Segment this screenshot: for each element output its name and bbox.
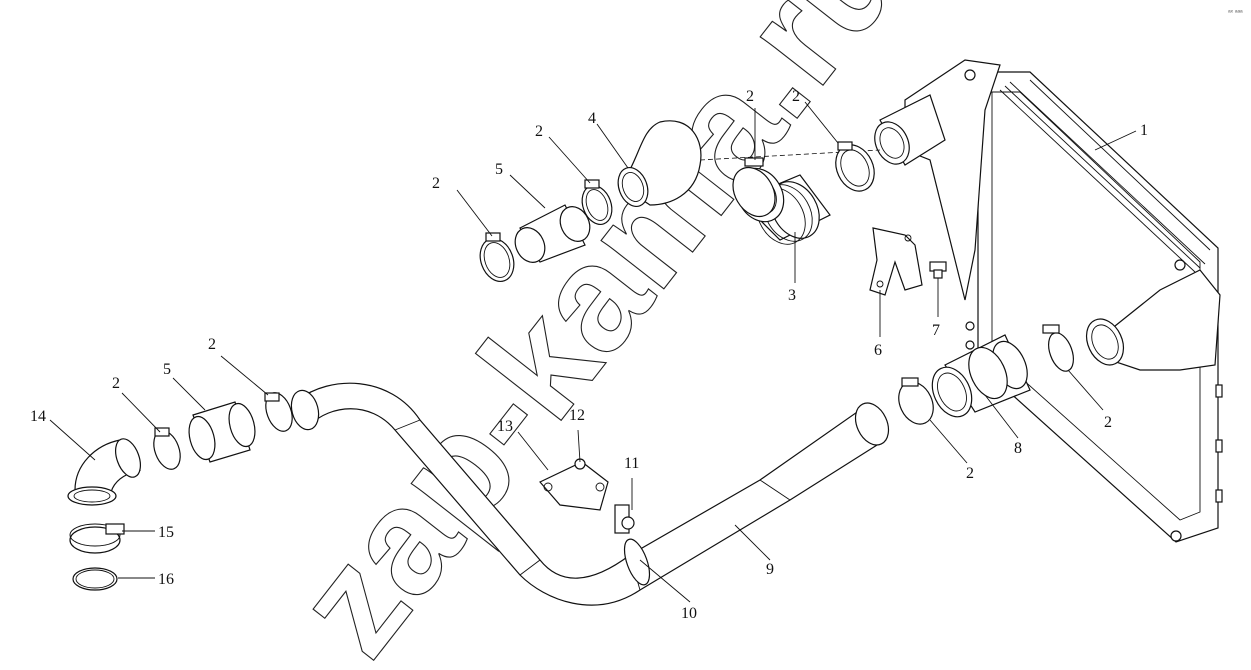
clamp-upper-4 (835, 141, 875, 192)
callout-2-d: 2 (792, 88, 800, 105)
callout-4: 4 (588, 110, 596, 127)
clamp-upper-2 (581, 179, 613, 225)
clamp-lower-1 (1042, 324, 1074, 372)
callout-2-b: 2 (535, 123, 543, 140)
assembly-line-upper (699, 149, 881, 161)
elbow-14 (67, 438, 141, 506)
callout-5-lower: 5 (163, 361, 171, 378)
callout-2-g: 2 (208, 336, 216, 353)
callout-5-upper: 5 (495, 161, 503, 178)
callout-3: 3 (788, 287, 796, 304)
callout-2-f: 2 (966, 465, 974, 482)
clamp-upper-3 (732, 157, 776, 218)
clamp-upper-1 (479, 232, 515, 282)
upper-elbow-hose (617, 120, 702, 207)
callout-12: 12 (569, 407, 585, 424)
clamp-lower-4 (153, 427, 181, 470)
callout-15: 15 (158, 524, 174, 541)
bolt-7 (929, 261, 947, 279)
ring-16 (72, 567, 118, 591)
callout-9: 9 (766, 561, 774, 578)
watermark: zap-kama.ru (263, 0, 934, 670)
callout-13: 13 (497, 418, 513, 435)
callout-numbers: 1 2 5 2 4 2 2 3 6 7 2 8 2 9 10 11 12 13 … (30, 88, 1148, 622)
callout-16: 16 (158, 571, 174, 588)
callout-11: 11 (624, 455, 639, 472)
callout-8: 8 (1014, 440, 1022, 457)
callout-7: 7 (932, 322, 940, 339)
pipe-clamp-10 (614, 504, 651, 586)
sleeve-lower (188, 401, 256, 463)
sleeve-upper (514, 204, 591, 263)
corner-mark: ₐₓ ₐₐₐ (1228, 7, 1243, 14)
callout-6: 6 (874, 342, 882, 359)
callout-1: 1 (1140, 122, 1148, 139)
callout-2-c: 2 (746, 88, 754, 105)
clamp-lower-3 (264, 392, 293, 432)
callout-10: 10 (681, 605, 697, 622)
callout-2-e: 2 (1104, 414, 1112, 431)
lower-charge-pipe (290, 382, 890, 606)
clamp-lower-2 (898, 377, 934, 425)
bracket-12 (539, 458, 609, 511)
callout-2-h: 2 (112, 375, 120, 392)
callout-2-a: 2 (432, 175, 440, 192)
leader-lines (49, 101, 1137, 603)
intercooler-radiator (874, 59, 1223, 543)
connector-8 (931, 334, 1031, 418)
bracket-6 (869, 227, 923, 296)
clamp-15 (69, 523, 125, 554)
callout-14: 14 (30, 408, 46, 425)
